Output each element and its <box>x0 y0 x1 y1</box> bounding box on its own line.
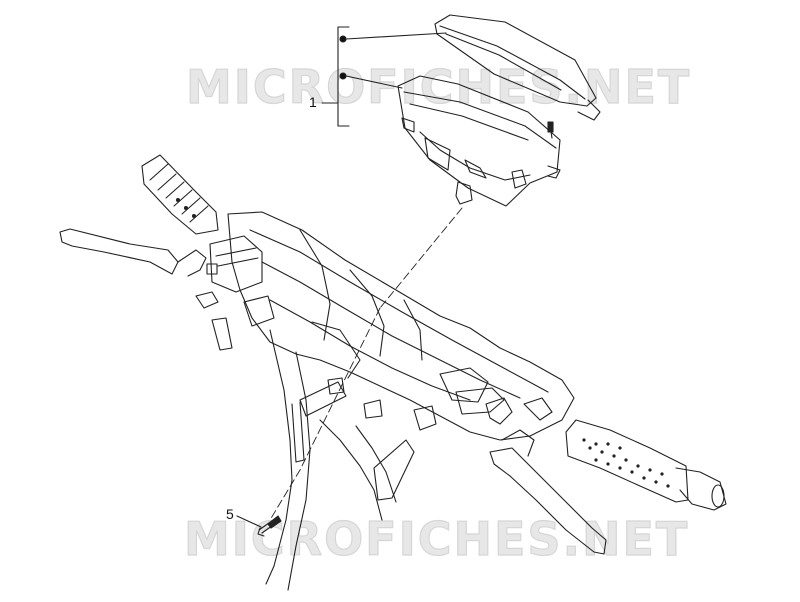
watermark-top: MICROFICHES.NET <box>185 60 692 114</box>
left-grip <box>141 154 219 235</box>
right-brake-lever <box>489 429 607 555</box>
watermark-bottom: MICROFICHES.NET <box>183 512 690 566</box>
callout-1-bracket <box>321 26 447 127</box>
instrument-cover <box>434 14 601 121</box>
left-brake-lever <box>59 228 207 277</box>
screw-part-5 <box>257 515 282 537</box>
right-grip <box>565 419 727 511</box>
callout-label-1: 1 <box>309 94 317 110</box>
left-reservoir <box>195 235 275 351</box>
instrument-cluster <box>397 75 561 207</box>
steering-column <box>265 329 415 591</box>
assembly-axis <box>269 207 463 521</box>
callout-5-leader <box>236 515 262 528</box>
right-grip-texture <box>582 438 670 488</box>
handlebar-frame <box>227 211 575 441</box>
callout-label-5: 5 <box>226 506 234 522</box>
